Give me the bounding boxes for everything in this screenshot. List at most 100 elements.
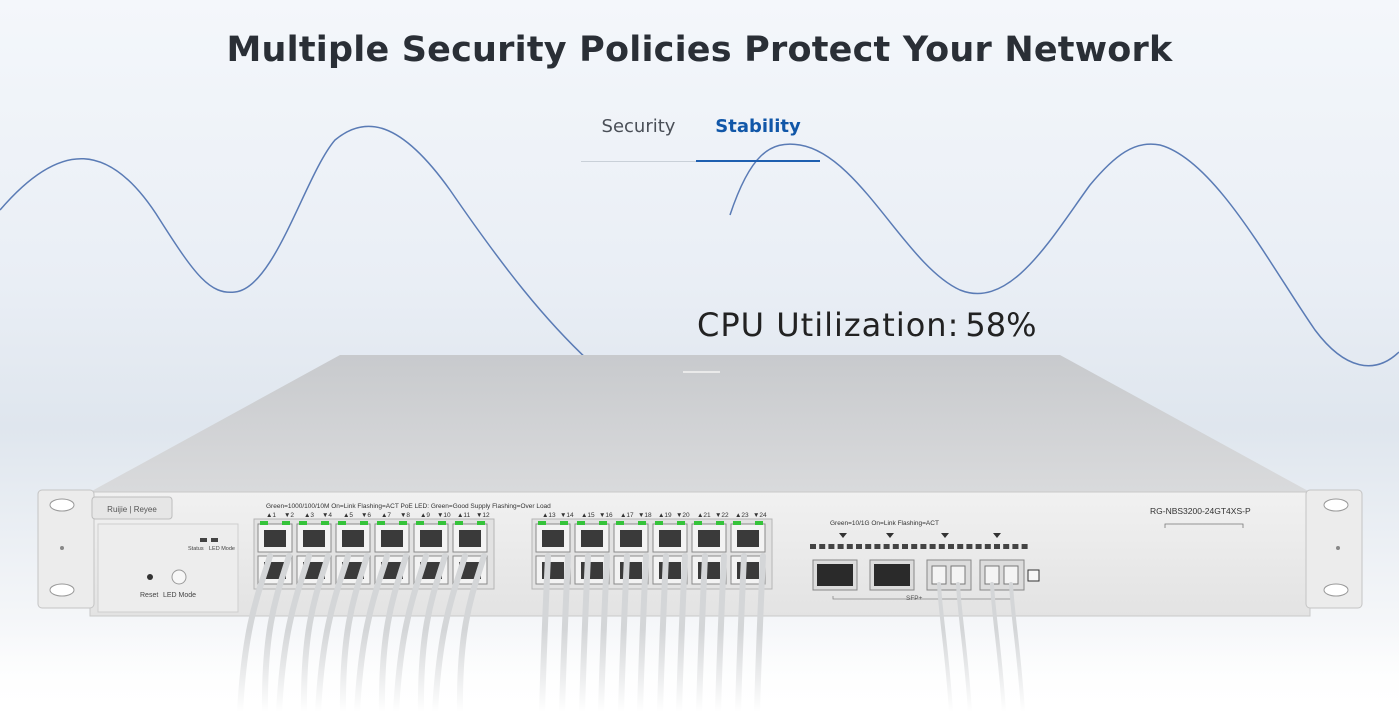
port-led	[399, 521, 407, 525]
port-led	[299, 521, 307, 525]
rj45-port-jack	[659, 530, 681, 547]
port-label: ▼8	[400, 512, 410, 519]
brand-logo: Ruijie | Reyee	[107, 505, 157, 514]
rack-ear-right	[1305, 489, 1363, 609]
port-led	[560, 521, 568, 525]
port-label: ▲11	[457, 512, 471, 519]
port-label: ▲15	[581, 512, 595, 519]
rj45-port-jack	[264, 530, 286, 547]
tab-bar: Security Stability	[581, 108, 820, 162]
port-led	[616, 521, 624, 525]
port-label: ▼2	[284, 512, 294, 519]
port-label: ▼4	[322, 512, 332, 519]
port-led	[538, 521, 546, 525]
port-label: ▲17	[620, 512, 634, 519]
port-led	[260, 521, 268, 525]
port-led	[599, 521, 607, 525]
sfp-led	[810, 544, 816, 549]
port-label: ▼6	[361, 512, 371, 519]
port-label: ▼20	[676, 512, 690, 519]
port-label: ▲23	[735, 512, 749, 519]
port-led	[338, 521, 346, 525]
sfp-led	[837, 544, 844, 549]
port-led	[755, 521, 763, 525]
sfp-led	[994, 544, 1000, 549]
port-led	[455, 521, 463, 525]
port-led	[321, 521, 329, 525]
sfp-led	[846, 544, 853, 549]
status-led-label: Status	[188, 546, 204, 552]
port-label: ▼18	[638, 512, 652, 519]
led-mode-led-label: LED Mode	[209, 546, 235, 552]
sfp-legend: Green=10/1G On=Link Flashing=ACT	[830, 520, 939, 527]
sfp-led	[975, 544, 982, 549]
port-label: ▼16	[599, 512, 613, 519]
sfp-led	[911, 544, 918, 549]
port-labels-group-a: ▲1 ▼2 ▲3 ▼4 ▲5 ▼6 ▲7 ▼8 ▲9 ▼10 ▲11 ▼12	[266, 512, 490, 519]
sfp-led-arrow	[839, 533, 847, 538]
port-label: ▼12	[476, 512, 490, 519]
model-number: RG-NBS3200-24GT4XS-P	[1150, 506, 1251, 516]
sfp-led-row	[810, 533, 1028, 549]
rj45-legend: Green=1000/100/10M On=Link Flashing=ACT …	[266, 503, 551, 510]
rj45-port-jack	[303, 530, 325, 547]
port-label: ▲1	[266, 512, 276, 519]
cpu-utilization-label: CPU Utilization:	[697, 306, 960, 344]
rj45-port-jack	[420, 530, 442, 547]
rj45-port-jack	[620, 530, 642, 547]
rj45-port-jack	[698, 530, 720, 547]
sfp-led	[957, 544, 964, 549]
sfp-label: SFP+	[906, 595, 923, 602]
port-led	[677, 521, 685, 525]
port-label: ▲21	[697, 512, 711, 519]
port-label: ▼22	[715, 512, 729, 519]
rj45-port-jack	[542, 530, 564, 547]
sfp-led	[883, 544, 890, 549]
sfp-led-arrow	[886, 533, 894, 538]
cpu-utilization-readout: CPU Utilization:58%	[697, 306, 1037, 344]
rj45-port-jack	[342, 530, 364, 547]
port-led	[655, 521, 663, 525]
port-label: ▲13	[542, 512, 556, 519]
rj45-ports-13-24	[531, 518, 773, 590]
port-label: ▲9	[420, 512, 430, 519]
port-label: ▼24	[753, 512, 767, 519]
sfp-led-arrow	[941, 533, 949, 538]
port-led	[716, 521, 724, 525]
tab-security[interactable]: Security	[601, 116, 676, 137]
port-label: ▲3	[304, 512, 314, 519]
led-mode-button-label: LED Mode	[163, 592, 196, 599]
led-mode-button[interactable]	[171, 569, 187, 585]
sfp-led	[1021, 544, 1028, 549]
sfp-led	[920, 544, 927, 549]
rack-ear-left	[37, 489, 95, 609]
port-label: ▼14	[560, 512, 574, 519]
port-led	[733, 521, 741, 525]
port-label: ▲19	[658, 512, 672, 519]
sfp-led	[902, 544, 908, 549]
rj45-port-jack	[459, 530, 481, 547]
sfp-led	[856, 544, 862, 549]
sfp-led	[948, 544, 954, 549]
sfp-led	[984, 544, 991, 549]
port-led	[577, 521, 585, 525]
port-led	[477, 521, 485, 525]
tab-stability[interactable]: Stability	[696, 108, 820, 162]
rj45-port-jack	[381, 530, 403, 547]
port-label: ▲5	[343, 512, 353, 519]
rj45-port	[730, 523, 766, 553]
port-labels-group-b: ▲13 ▼14 ▲15 ▼16 ▲17 ▼18 ▲19 ▼20 ▲21 ▼22 …	[542, 512, 767, 519]
sfp-led	[865, 544, 872, 549]
sfp-led	[929, 544, 936, 549]
port-label: ▼10	[437, 512, 451, 519]
sfp-led	[966, 544, 973, 549]
port-led	[282, 521, 290, 525]
sfp-led	[874, 544, 881, 549]
page-title: Multiple Security Policies Protect Your …	[226, 30, 1173, 70]
console-port-icon	[1027, 569, 1040, 582]
sfp-led-arrow	[993, 533, 1001, 538]
port-led	[694, 521, 702, 525]
reset-pinhole[interactable]	[147, 574, 153, 580]
